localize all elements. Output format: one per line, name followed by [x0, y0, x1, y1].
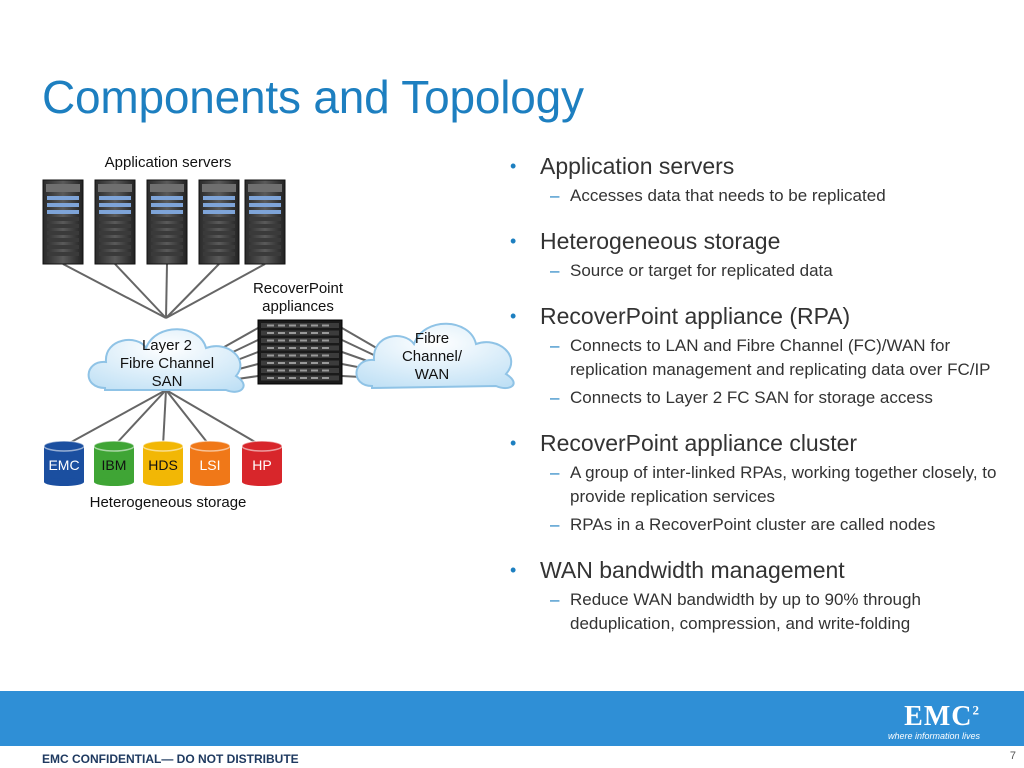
application-servers-group — [42, 179, 286, 265]
sub-bullet-item: –A group of inter-linked RPAs, working t… — [550, 461, 1008, 509]
sub-bullet-item: –Reduce WAN bandwidth by up to 90% throu… — [550, 588, 1008, 636]
sub-bullet-dash: – — [550, 336, 560, 355]
sub-bullet-dash: – — [550, 463, 560, 482]
bullet-item: • Application servers — [508, 152, 1008, 180]
san-label-line-2: Fibre Channel — [119, 355, 215, 372]
storage-array-hp: HP — [241, 440, 283, 486]
sub-bullet-item: –RPAs in a RecoverPoint cluster are call… — [550, 513, 1008, 537]
confidential-footer: EMC CONFIDENTIAL— DO NOT DISTRIBUTE — [42, 752, 299, 766]
logo-superscript: 2 — [972, 702, 980, 718]
footer-band: EMC2 where information lives — [0, 691, 1024, 746]
appliances-label-line-2: appliances — [262, 298, 334, 315]
server-icon — [198, 179, 240, 265]
sub-bullet-text: Accesses data that needs to be replicate… — [570, 186, 886, 205]
sub-bullet-dash: – — [550, 388, 560, 407]
application-servers-label: Application servers — [104, 154, 232, 171]
san-cloud — [87, 328, 245, 393]
sub-bullet-text: Connects to LAN and Fibre Channel (FC)/W… — [570, 336, 991, 379]
storage-label: EMC — [48, 457, 79, 473]
sub-bullet-text: Connects to Layer 2 FC SAN for storage a… — [570, 388, 933, 407]
server-icon — [146, 179, 188, 265]
sub-bullet-text: RPAs in a RecoverPoint cluster are calle… — [570, 515, 936, 534]
bullet-text: Heterogeneous storage — [540, 228, 781, 254]
storage-label: HP — [252, 457, 271, 473]
storage-label: IBM — [102, 457, 127, 473]
topology-diagram: EMC IBM HDS LSI HP — [42, 179, 515, 486]
recoverpoint-appliances-label: RecoverPoint appliances — [232, 280, 364, 316]
bullet-item: • WAN bandwidth management — [508, 556, 1008, 584]
san-cloud-label: Layer 2 Fibre Channel SAN — [102, 337, 232, 391]
bullet-dot: • — [510, 231, 517, 251]
storage-array-ibm: IBM — [93, 440, 135, 486]
storage-label: LSI — [199, 457, 220, 473]
sub-bullet-dash: – — [550, 261, 560, 280]
bullet-text: RecoverPoint appliance (RPA) — [540, 303, 851, 329]
bullet-item: • Heterogeneous storage — [508, 227, 1008, 255]
bullet-dot: • — [510, 433, 517, 453]
sub-bullet-dash: – — [550, 186, 560, 205]
storage-arrays-group: EMC IBM HDS LSI HP — [43, 440, 283, 486]
heterogeneous-storage-label: Heterogeneous storage — [89, 494, 247, 511]
server-icon — [244, 179, 286, 265]
storage-array-lsi: LSI — [189, 440, 231, 486]
sub-bullet-text: Reduce WAN bandwidth by up to 90% throug… — [570, 590, 921, 633]
logo-text: EMC — [904, 701, 973, 732]
bullet-dot: • — [510, 156, 517, 176]
wan-cloud-label: Fibre Channel/ WAN — [384, 330, 480, 384]
page-number: 7 — [1009, 750, 1016, 762]
san-label-line-3: SAN — [151, 373, 183, 390]
sub-bullet-item: –Source or target for replicated data — [550, 259, 1008, 283]
wan-cloud — [355, 322, 515, 390]
slide-title: Components and Topology — [42, 71, 584, 123]
storage-array-emc: EMC — [43, 440, 85, 486]
sub-bullet-item: –Connects to LAN and Fibre Channel (FC)/… — [550, 334, 1008, 382]
appliances-label-line-1: RecoverPoint — [252, 280, 344, 297]
bullet-dot: • — [510, 560, 517, 580]
wan-label-line-1: Fibre — [414, 330, 450, 347]
server-icon — [42, 179, 84, 265]
sub-bullet-dash: – — [550, 590, 560, 609]
storage-label: HDS — [148, 457, 178, 473]
recoverpoint-appliance-stack — [257, 319, 343, 385]
logo-tagline: where information lives — [887, 731, 980, 741]
sub-bullet-text: Source or target for replicated data — [570, 261, 833, 280]
bullet-item: • RecoverPoint appliance (RPA) — [508, 302, 1008, 330]
bullet-text: WAN bandwidth management — [540, 557, 845, 583]
bullet-dot: • — [510, 306, 517, 326]
wan-label-line-3: WAN — [414, 366, 450, 383]
sub-bullet-item: –Accesses data that needs to be replicat… — [550, 184, 1008, 208]
san-label-line-1: Layer 2 — [141, 337, 193, 354]
bullet-item: • RecoverPoint appliance cluster — [508, 429, 1008, 457]
bullet-text: Application servers — [540, 153, 735, 179]
sub-bullet-dash: – — [550, 515, 560, 534]
storage-array-hds: HDS — [142, 440, 184, 486]
sub-bullet-text: A group of inter-linked RPAs, working to… — [570, 463, 997, 506]
bullet-list: •Application servers–Accesses data that … — [508, 152, 1008, 636]
sub-bullet-item: –Connects to Layer 2 FC SAN for storage … — [550, 386, 1008, 410]
server-icon — [94, 179, 136, 265]
bullet-text: RecoverPoint appliance cluster — [540, 430, 858, 456]
emc-logo: EMC2 where information lives — [888, 701, 980, 741]
wan-label-line-2: Channel/ — [401, 348, 463, 365]
